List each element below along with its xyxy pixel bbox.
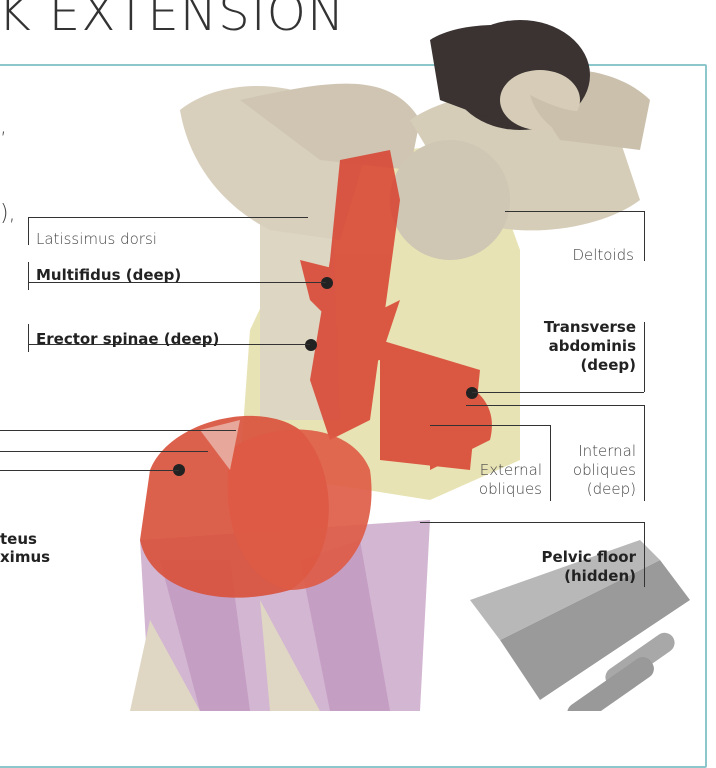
deltoids-leader: [505, 211, 645, 212]
cropped-text-top: ,: [0, 118, 7, 136]
latissimus-leader-vert: [28, 217, 29, 245]
label-internal-2: obliques: [540, 461, 636, 479]
label-pelvic-2: (hidden): [500, 567, 636, 585]
latissimus-leader: [28, 217, 308, 218]
transverse-leader-vert: [644, 322, 645, 392]
label-gluteus-fragment-1: teus: [0, 530, 37, 548]
pelvic-leader: [420, 522, 645, 523]
glutes: [140, 416, 372, 598]
internal-leader: [466, 405, 645, 406]
erector-leader-vert: [28, 324, 29, 352]
internal-leader-vert: [644, 405, 645, 501]
transverse-leader: [472, 392, 644, 393]
external-leader: [430, 425, 550, 426]
label-transverse-1: Transverse: [500, 318, 636, 336]
label-external-1: External: [460, 461, 542, 479]
label-deltoids: Deltoids: [540, 246, 634, 264]
glute-leader-3: [0, 470, 179, 471]
label-multifidus: Multifidus (deep): [36, 266, 181, 284]
glute-leader-1: [0, 430, 236, 431]
glute-leader-2: [0, 451, 208, 452]
label-latissimus-dorsi: Latissimus dorsi: [36, 230, 157, 248]
label-pelvic-1: Pelvic floor: [500, 548, 636, 566]
label-external-2: obliques: [460, 480, 542, 498]
label-erector-spinae: Erector spinae (deep): [36, 330, 219, 348]
label-internal-1: Internal: [540, 442, 636, 460]
deltoids-leader-vert: [644, 211, 645, 261]
cropped-text-mid: ),: [0, 205, 16, 223]
label-internal-3: (deep): [540, 480, 636, 498]
label-gluteus-fragment-2: ximus: [0, 548, 50, 566]
multifidus-leader-vert: [28, 262, 29, 290]
label-transverse-2: abdominis: [500, 337, 636, 355]
label-transverse-3: (deep): [500, 356, 636, 374]
pelvic-leader-vert: [644, 522, 645, 587]
